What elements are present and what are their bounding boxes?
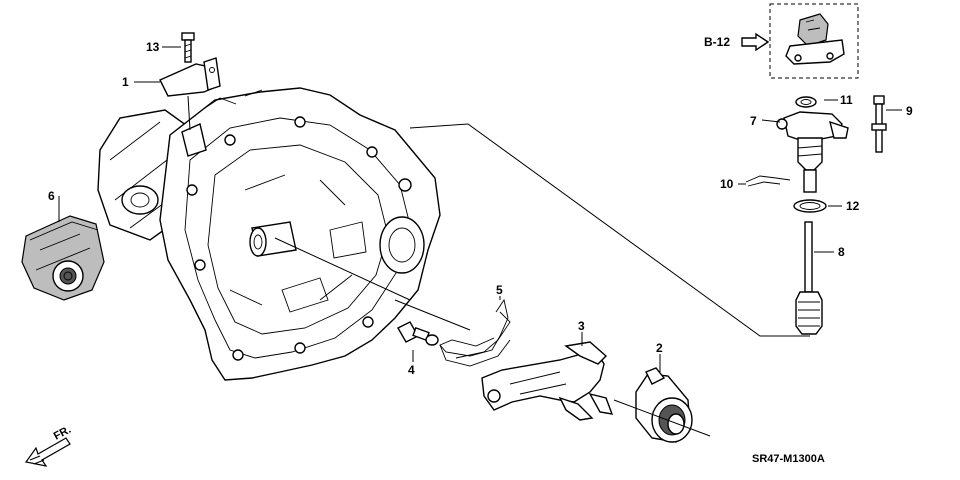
reference-link-line (409, 123, 810, 337)
bolt-13 (181, 32, 195, 63)
mount-6 (21, 215, 105, 301)
callout-9: 9 (906, 104, 913, 118)
o-ring-11 (795, 96, 817, 108)
callout-4: 4 (408, 363, 415, 377)
callout-1: 1 (122, 75, 129, 89)
callout-labels: 13 1 6 4 5 3 2 11 9 7 10 12 8 (48, 40, 913, 377)
o-ring-12 (793, 199, 827, 213)
callout-6: 6 (48, 189, 55, 203)
callout-12: 12 (846, 199, 860, 213)
callout-2: 2 (656, 341, 663, 355)
shaft-8 (795, 221, 823, 335)
callout-3: 3 (578, 319, 585, 333)
release-bearing-2 (613, 367, 711, 443)
front-label: FR. (52, 424, 73, 443)
speed-sensor-reference (769, 3, 859, 79)
fork-3 (481, 341, 614, 421)
bolt-9 (871, 95, 887, 153)
clip-5 (439, 298, 511, 367)
callout-10: 10 (720, 177, 734, 191)
callout-7: 7 (750, 114, 757, 128)
callout-5: 5 (496, 283, 503, 297)
clip-10 (745, 175, 791, 187)
holder-7 (776, 111, 849, 193)
stud-4 (397, 321, 439, 346)
reference-arrow (741, 32, 770, 52)
callout-8: 8 (838, 245, 845, 259)
reference-label: B-12 (704, 35, 730, 49)
callout-11: 11 (840, 93, 853, 107)
leader-lines (58, 46, 902, 372)
callout-13: 13 (146, 40, 160, 54)
bracket-1 (159, 57, 221, 131)
transmission-housing (97, 87, 471, 381)
drawing-code: SR47-M1300A (752, 453, 825, 465)
front-arrow-icon (24, 437, 71, 467)
